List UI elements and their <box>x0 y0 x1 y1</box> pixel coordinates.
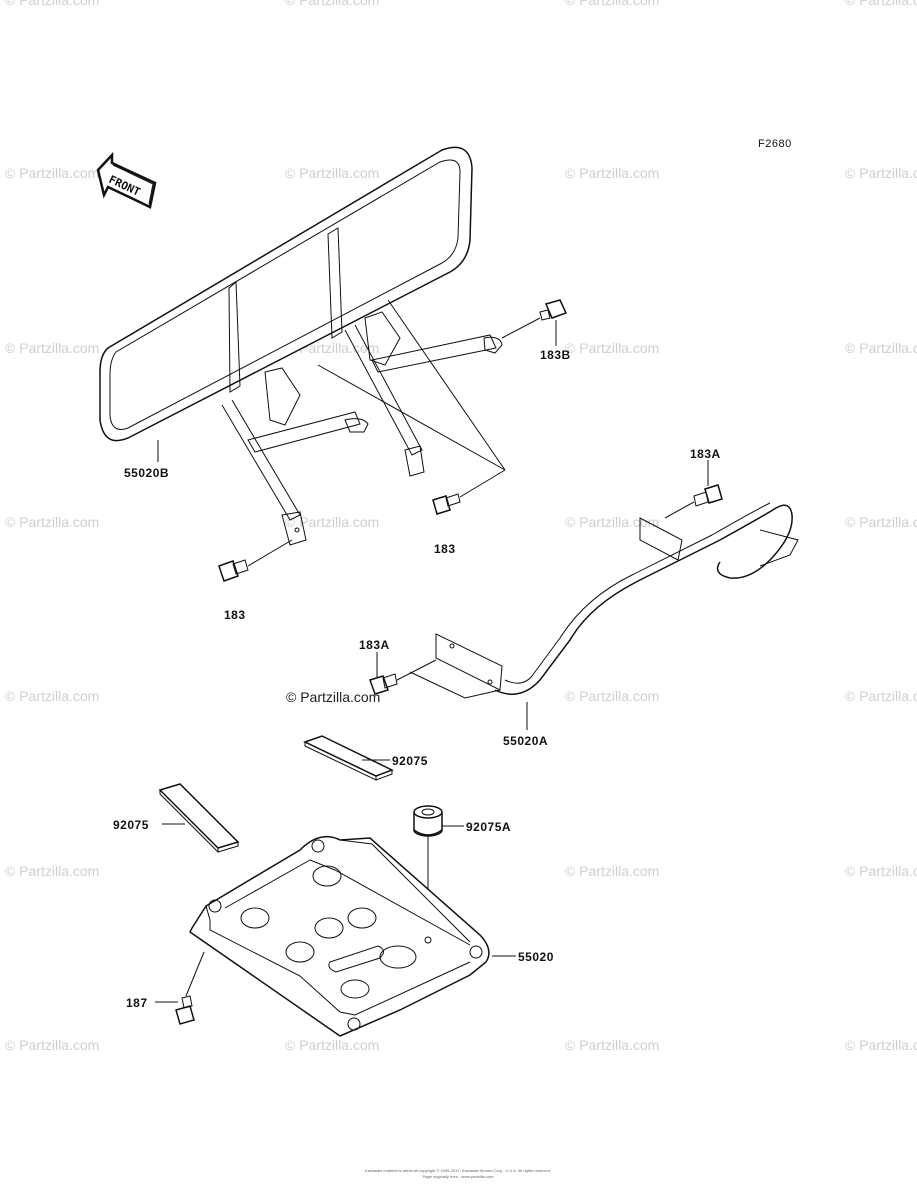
part-label-55020A[interactable]: 55020A <box>503 734 548 748</box>
bolt-183A-right <box>664 484 723 519</box>
bolt-183B <box>501 299 568 339</box>
part-label-55020[interactable]: 55020 <box>518 950 554 964</box>
watermark: © Partzilla.com <box>845 514 917 530</box>
watermark: © Partzilla.com <box>845 688 917 704</box>
watermark: © Partzilla.com <box>565 863 659 879</box>
part-label-183B[interactable]: 183B <box>540 348 571 362</box>
part-label-92075-top[interactable]: 92075 <box>392 754 428 768</box>
watermark: © Partzilla.com <box>5 1037 99 1053</box>
watermark: © Partzilla.com <box>845 0 917 8</box>
part-label-187[interactable]: 187 <box>126 996 148 1010</box>
bolt-187 <box>175 951 205 1025</box>
watermark: © Partzilla.com <box>5 340 99 356</box>
part-label-183-upper[interactable]: 183 <box>434 542 456 556</box>
watermark: © Partzilla.com <box>845 165 917 181</box>
watermark: © Partzilla.com <box>565 1037 659 1053</box>
copyright-line-1: Kawasaki material is within all copyrigh… <box>365 1168 551 1173</box>
watermark: © Partzilla.com <box>565 0 659 8</box>
front-arrow-icon: FRONT <box>96 151 157 209</box>
part-label-92075-left[interactable]: 92075 <box>113 818 149 832</box>
watermark: © Partzilla.com <box>565 688 659 704</box>
part-label-183A-left[interactable]: 183A <box>359 638 390 652</box>
watermark: © Partzilla.com <box>5 165 99 181</box>
part-label-92075A[interactable]: 92075A <box>466 820 511 834</box>
watermark-grid: © Partzilla.com © Partzilla.com © Partzi… <box>5 0 917 1053</box>
watermark: © Partzilla.com <box>845 863 917 879</box>
leader-lines <box>155 320 709 1003</box>
watermark: © Partzilla.com <box>285 165 379 181</box>
pad-92075-top <box>303 735 394 781</box>
bolt-183-upper <box>432 469 506 515</box>
part-label-55020B[interactable]: 55020B <box>124 466 169 480</box>
copyright-line-2: Page originally from - www.partzilla.com <box>423 1174 495 1179</box>
pad-92075-left <box>158 783 240 854</box>
skid-plate <box>189 835 490 1037</box>
watermark: © Partzilla.com <box>285 514 379 530</box>
watermark: © Partzilla.com <box>285 0 379 8</box>
watermark: © Partzilla.com <box>285 1037 379 1053</box>
part-label-183-lower[interactable]: 183 <box>224 608 246 622</box>
watermark: © Partzilla.com <box>5 514 99 530</box>
watermark: © Partzilla.com <box>5 688 99 704</box>
center-watermark: © Partzilla.com <box>286 689 380 705</box>
rear-rack <box>99 146 503 546</box>
watermark: © Partzilla.com <box>845 1037 917 1053</box>
bolt-183A-left <box>369 659 437 695</box>
part-label-183A-right[interactable]: 183A <box>690 447 721 461</box>
watermark: © Partzilla.com <box>5 863 99 879</box>
watermark: © Partzilla.com <box>565 514 659 530</box>
diagram-code: F2680 <box>758 138 792 150</box>
front-bumper <box>409 502 799 699</box>
watermark: © Partzilla.com <box>565 165 659 181</box>
watermark: © Partzilla.com <box>5 0 99 8</box>
watermark: © Partzilla.com <box>845 340 917 356</box>
watermark: © Partzilla.com <box>565 340 659 356</box>
bolt-183-lower <box>218 539 293 582</box>
